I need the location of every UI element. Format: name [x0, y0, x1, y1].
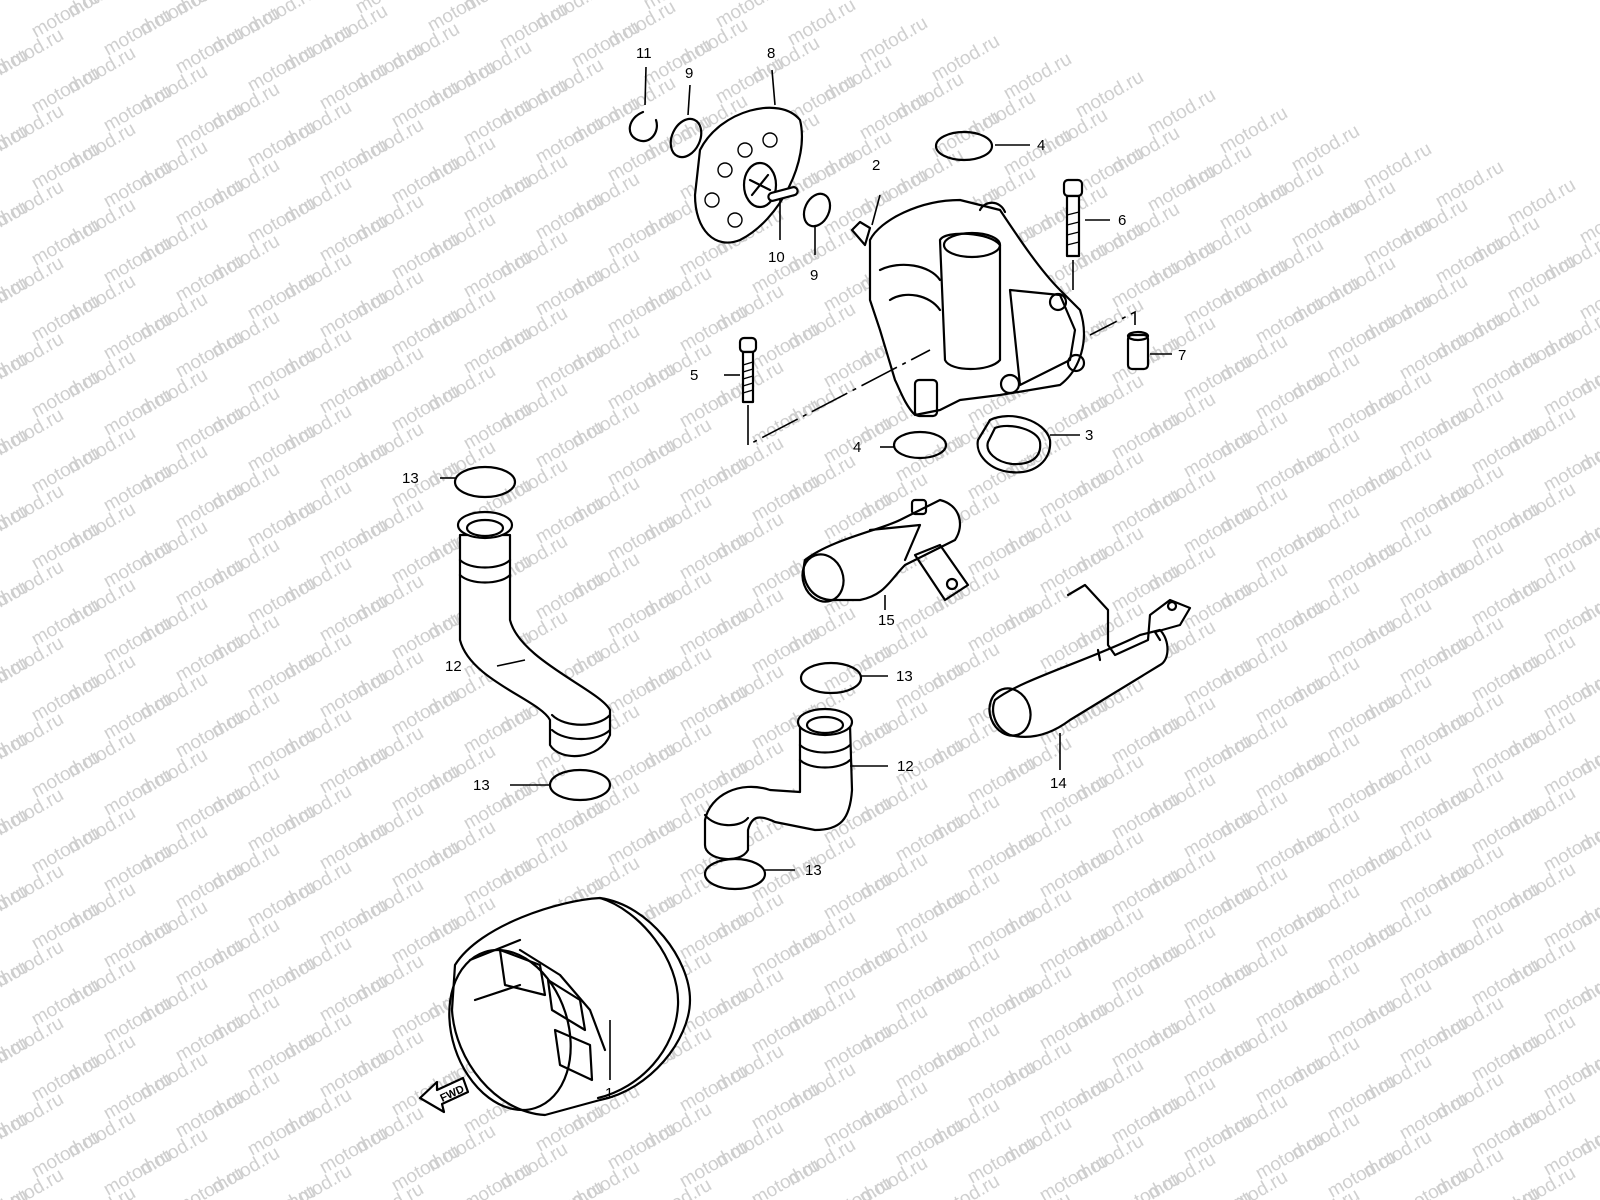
watermark-text: motod.ru [532, 1177, 607, 1200]
oil-pump-body [850, 198, 1086, 418]
o-ring-lower [892, 430, 948, 460]
strainer-pipe-lower [988, 583, 1192, 738]
callout-9-lower: 9 [810, 267, 818, 284]
fwd-arrow: FWD [418, 1076, 470, 1114]
watermark-text: motod.ru [748, 1155, 823, 1200]
o-ring-hose-b-top [799, 661, 863, 695]
leader-lines [440, 66, 1172, 1080]
callout-12-left: 12 [445, 658, 462, 675]
callout-12-right: 12 [897, 758, 914, 775]
callouts: 1 2 3 4 4 5 6 7 8 9 9 10 11 12 12 13 13 … [402, 45, 1186, 1102]
callout-4-upper: 4 [1037, 137, 1045, 154]
callout-2: 2 [872, 157, 880, 174]
bolt-short [738, 336, 758, 404]
callout-3: 3 [1085, 427, 1093, 444]
o-ring-hose-a-bottom [548, 768, 612, 802]
washer-upper [669, 117, 703, 159]
watermark-text: motod.ru [1396, 1165, 1471, 1200]
watermark-text: motod.ru [820, 1173, 895, 1200]
callout-9-upper: 9 [685, 65, 693, 82]
callout-1: 1 [605, 1085, 613, 1102]
oil-pump-gear [693, 106, 803, 244]
o-ring-hose-b-bottom [703, 857, 767, 891]
callout-7: 7 [1178, 347, 1186, 364]
strainer-pipe-upper [801, 498, 970, 603]
callout-13-a: 13 [402, 470, 419, 487]
watermark-text: motod.ru [1108, 1169, 1183, 1200]
watermark-text: motod.ru [1036, 1151, 1111, 1200]
o-ring-hose-a-top [453, 465, 517, 499]
watermark-text: motod.ru [244, 1181, 319, 1200]
watermark-text: motod.ru [1468, 1183, 1543, 1200]
callout-13-b: 13 [473, 777, 490, 794]
watermark-text: motod.ru [172, 1163, 247, 1200]
dowel-pin [1126, 330, 1150, 371]
callout-6: 6 [1118, 212, 1126, 229]
callout-8: 8 [767, 45, 775, 62]
callout-15: 15 [878, 612, 895, 629]
callout-10: 10 [768, 249, 785, 266]
callout-13-d: 13 [805, 862, 822, 879]
watermark-text: motod.ru [0, 0, 67, 4]
circlip [628, 110, 658, 143]
callout-11: 11 [636, 45, 652, 62]
o-ring-upper [934, 130, 994, 162]
callout-13-c: 13 [896, 668, 913, 685]
watermark-text: motod.ru [0, 0, 31, 24]
watermark-text: motod.ru [460, 1159, 535, 1200]
assembly-line-bolt5 [747, 349, 931, 447]
oil-pipe-left [456, 510, 612, 758]
watermark-text: motod.ru [1324, 1147, 1399, 1200]
callout-5: 5 [690, 367, 698, 384]
callout-4-lower: 4 [853, 439, 861, 456]
oil-filter [448, 896, 692, 1117]
callout-14: 14 [1050, 775, 1067, 792]
washer-lower [802, 192, 832, 228]
bolt-long [1062, 178, 1084, 258]
pump-gasket [976, 415, 1052, 474]
watermark-text: motod.ru [1576, 1181, 1600, 1200]
assembly-line-dowel [1089, 310, 1136, 336]
pin [767, 186, 799, 202]
watermark-text: motod.ru [1216, 1167, 1291, 1200]
oil-pipe-right [703, 707, 854, 861]
watermark-text: motod.ru [1180, 1187, 1255, 1200]
